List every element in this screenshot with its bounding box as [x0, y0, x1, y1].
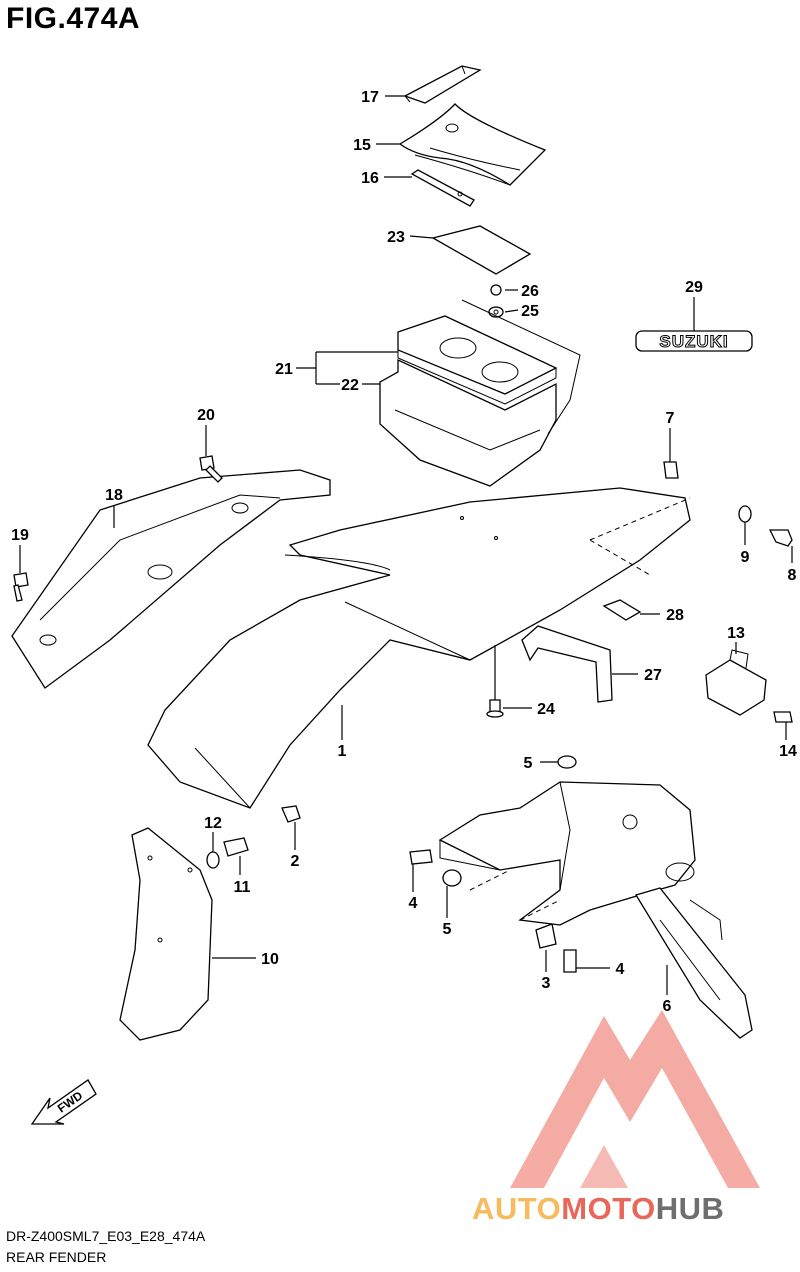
callout-labels: 17 15 16 23 26 25 29 21 22 20 7 18 19 9 …: [11, 89, 797, 1015]
callout-4-bottom: 4: [616, 961, 625, 978]
tool-box-part-22: [379, 299, 581, 487]
callout-4-left: 4: [409, 895, 418, 912]
callout-5-top: 5: [524, 755, 533, 772]
callout-6: 6: [663, 998, 672, 1015]
bolt-part-8: [768, 529, 793, 547]
callout-28: 28: [666, 607, 684, 624]
callout-13: 13: [727, 625, 745, 642]
tool-tray-part-21: [397, 315, 558, 405]
bolt-part-11: [223, 837, 249, 857]
callout-16: 16: [361, 170, 379, 187]
clip-part-7: [663, 461, 679, 479]
bolt-part-20: [199, 455, 223, 483]
watermark-triangle-icon: [510, 1010, 760, 1188]
callout-10: 10: [261, 951, 279, 968]
callout-18: 18: [105, 487, 123, 504]
callout-7: 7: [666, 410, 675, 427]
washer-part-5-top: [557, 755, 577, 769]
bolt-part-24: [486, 699, 504, 718]
callout-8: 8: [788, 567, 797, 584]
washer-part-9: [738, 505, 752, 523]
watermark-word: AUTOMOTOHUB: [472, 1191, 724, 1226]
washer-part-12: [206, 851, 220, 869]
callout-21: 21: [275, 361, 293, 378]
relay-part-13: [705, 649, 767, 716]
callout-14: 14: [779, 743, 797, 760]
watermark-moto: MOTO: [561, 1191, 655, 1226]
callout-9: 9: [741, 549, 750, 566]
nut-part-26: [490, 284, 502, 296]
callout-27: 27: [644, 667, 662, 684]
leader-lines: [19, 95, 793, 995]
side-cover-part-18: [11, 469, 331, 689]
model-code: DR-Z400SML7_E03_E28_474A: [6, 1228, 206, 1244]
callout-1: 1: [338, 743, 347, 760]
callout-2: 2: [291, 853, 300, 870]
callout-26: 26: [521, 283, 539, 300]
callout-11: 11: [234, 879, 251, 896]
callout-29: 29: [685, 279, 703, 296]
figure-title: FIG.474A: [6, 2, 141, 35]
callout-17: 17: [361, 89, 379, 106]
watermark-hub: HUB: [656, 1191, 725, 1226]
callout-25: 25: [521, 303, 539, 320]
bolt-part-19: [13, 572, 29, 602]
callout-19: 19: [11, 527, 29, 544]
bolt-part-4-left: [409, 849, 433, 865]
callout-15: 15: [353, 137, 371, 154]
callout-5-bottom: 5: [443, 921, 452, 938]
bolt-part-4-bottom: [563, 949, 577, 973]
callout-24: 24: [537, 701, 555, 718]
callout-20: 20: [197, 407, 215, 424]
rear-fender-part-1: [147, 487, 691, 809]
emblem-text: SUZUKI: [659, 332, 728, 351]
nut-part-2: [281, 805, 301, 823]
strap-part-17: [403, 65, 482, 104]
plate-part-23: [431, 225, 532, 275]
pad-part-28: [602, 599, 642, 621]
suzuki-emblem-part-29: SUZUKI: [635, 330, 753, 352]
bracket-part-6: [635, 887, 753, 1039]
callout-12: 12: [204, 815, 222, 832]
section-name: REAR FENDER: [6, 1249, 107, 1265]
callout-23: 23: [387, 229, 405, 246]
fwd-arrow-icon: FWD: [30, 1079, 97, 1125]
clip-part-3: [535, 923, 557, 949]
handle-part-27: [521, 625, 613, 703]
mud-flap-part-10: [119, 827, 213, 1041]
callout-22: 22: [341, 377, 359, 394]
callout-3: 3: [542, 975, 551, 992]
watermark-logo: AUTOMOTOHUB: [472, 1010, 760, 1226]
tool-bag-part-15: [398, 103, 547, 186]
watermark-auto: AUTO: [472, 1191, 561, 1226]
collar-part-5: [442, 869, 462, 887]
screw-part-14: [773, 711, 793, 723]
tool-part-16: [410, 169, 475, 207]
